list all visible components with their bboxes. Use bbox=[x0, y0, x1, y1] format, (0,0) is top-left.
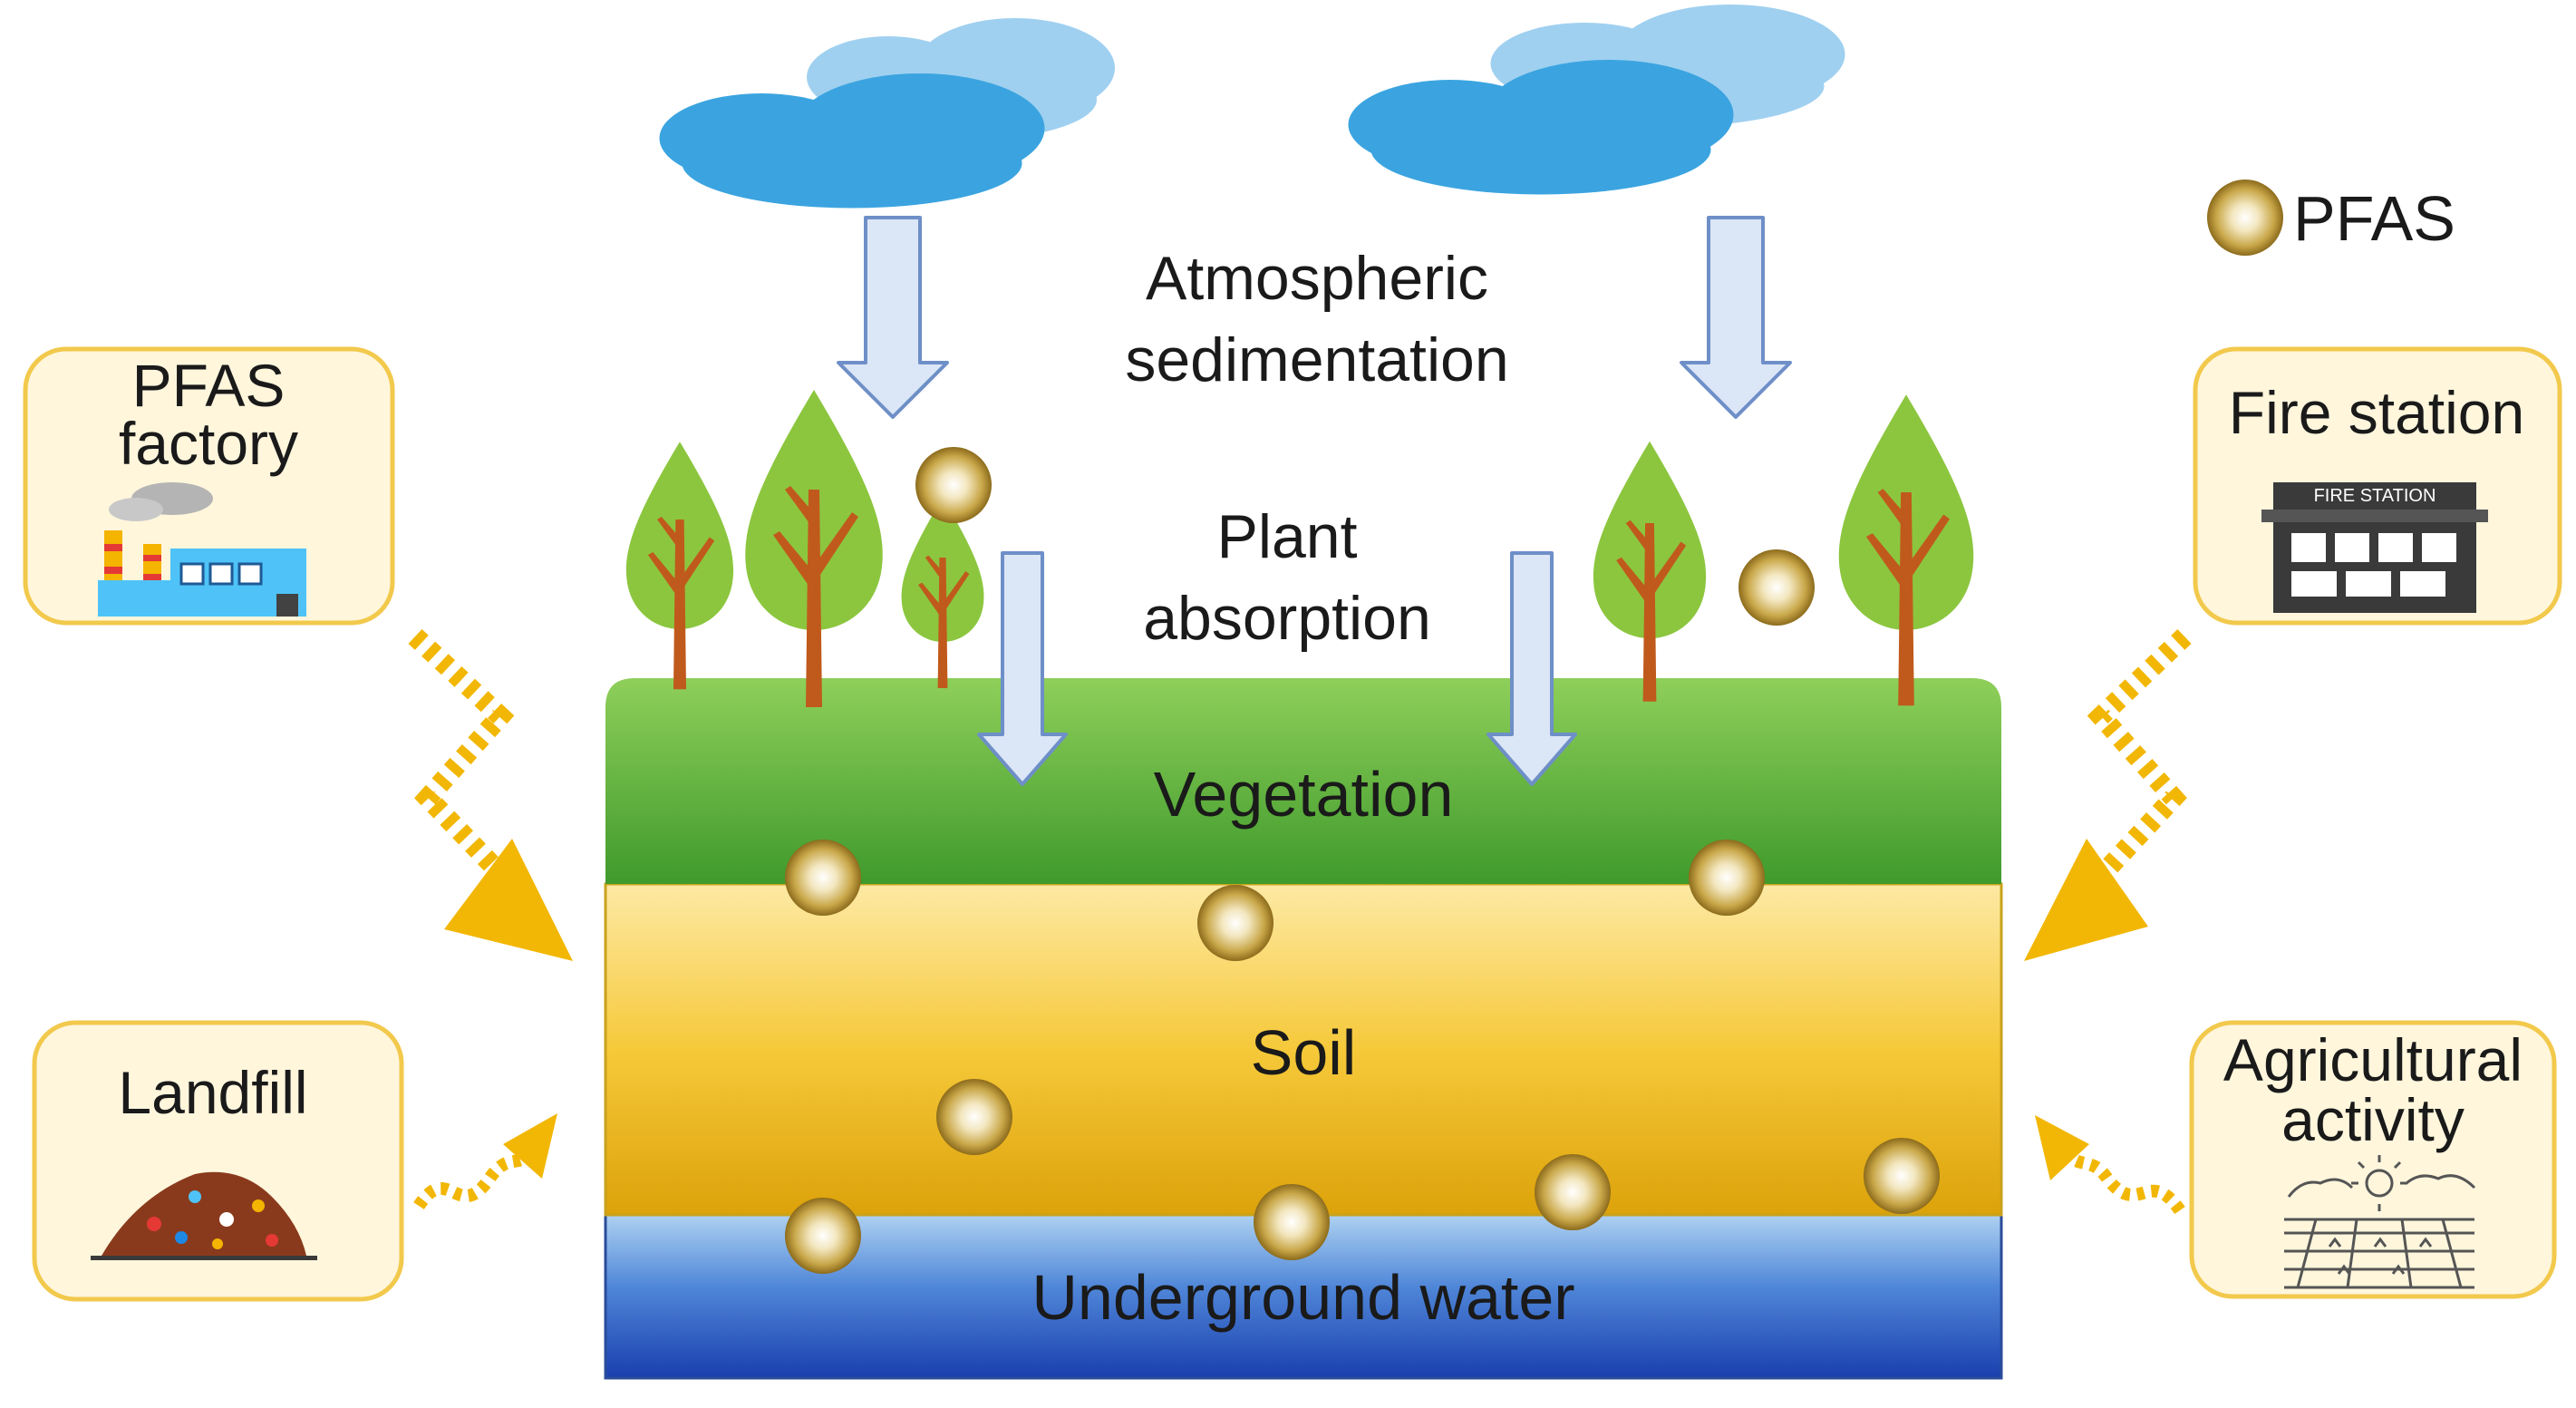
atmospheric-label-line1: Atmospheric bbox=[1146, 244, 1488, 313]
source-agricultural-activity: Agricultural activity bbox=[2189, 1020, 2557, 1299]
legend-pfas-swatch bbox=[2207, 180, 2283, 256]
fire-station-icon: FIRE STATION bbox=[2261, 482, 2488, 613]
factory-label-line1: PFAS bbox=[132, 352, 286, 419]
flow-arrow-landfill bbox=[413, 1113, 557, 1210]
vegetation-layer bbox=[605, 678, 2001, 884]
source-fire-station: Fire station FIRE STATION bbox=[2193, 346, 2562, 626]
pfas-particle bbox=[1738, 549, 1815, 626]
tree-right-1 bbox=[1593, 441, 1707, 702]
fire-station-sign: FIRE STATION bbox=[2314, 486, 2436, 506]
atmospheric-label-line2: sedimentation bbox=[1125, 325, 1508, 394]
cloud-left bbox=[659, 18, 1115, 209]
tree-left-3 bbox=[901, 498, 984, 688]
absorption-arrow-left bbox=[977, 551, 1068, 786]
pfas-particle bbox=[1254, 1184, 1330, 1260]
flow-arrow-fire-station bbox=[2024, 629, 2192, 961]
plant-absorption-label-line1: Plant bbox=[1217, 502, 1358, 571]
pfas-particle bbox=[785, 840, 861, 916]
source-pfas-factory: PFAS factory bbox=[23, 346, 395, 626]
tree-right-2 bbox=[1838, 394, 1974, 706]
pfas-particle bbox=[1864, 1138, 1940, 1214]
factory-icon bbox=[98, 482, 306, 617]
source-box bbox=[2189, 1020, 2557, 1299]
agricultural-label-line1: Agricultural bbox=[2223, 1026, 2523, 1093]
source-landfill: Landfill bbox=[32, 1020, 404, 1302]
flow-arrow-agricultural bbox=[2035, 1115, 2185, 1215]
sedimentation-arrow-right bbox=[1680, 216, 1792, 419]
pfas-particle bbox=[936, 1079, 1012, 1155]
legend: PFAS bbox=[2207, 180, 2455, 256]
pfas-particle bbox=[1535, 1154, 1611, 1230]
pfas-particle bbox=[785, 1198, 861, 1274]
landfill-label: Landfill bbox=[118, 1059, 307, 1126]
tree-left-1 bbox=[625, 442, 734, 690]
factory-label-line2: factory bbox=[119, 410, 298, 477]
absorption-arrow-right bbox=[1487, 551, 1577, 786]
landfill-icon bbox=[91, 1171, 317, 1260]
pfas-particles bbox=[785, 447, 1940, 1274]
agricultural-label-line2: activity bbox=[2281, 1086, 2465, 1153]
pfas-particle bbox=[1197, 885, 1273, 961]
legend-pfas-label: PFAS bbox=[2293, 183, 2455, 254]
underground-water-label: Underground water bbox=[1031, 1262, 1574, 1333]
fire-station-label: Fire station bbox=[2229, 379, 2524, 446]
plant-absorption-label-line2: absorption bbox=[1143, 584, 1431, 653]
cloud-right bbox=[1348, 5, 1845, 195]
soil-layer bbox=[604, 882, 2003, 1217]
pfas-particle bbox=[1689, 840, 1765, 916]
soil-label: Soil bbox=[1251, 1017, 1357, 1088]
vegetation-label: Vegetation bbox=[1154, 759, 1454, 830]
flow-arrow-factory bbox=[408, 628, 573, 961]
agricultural-icon bbox=[2284, 1155, 2476, 1289]
tree-left-2 bbox=[745, 390, 883, 707]
sedimentation-arrow-left bbox=[837, 216, 949, 419]
pfas-particle bbox=[915, 447, 992, 523]
